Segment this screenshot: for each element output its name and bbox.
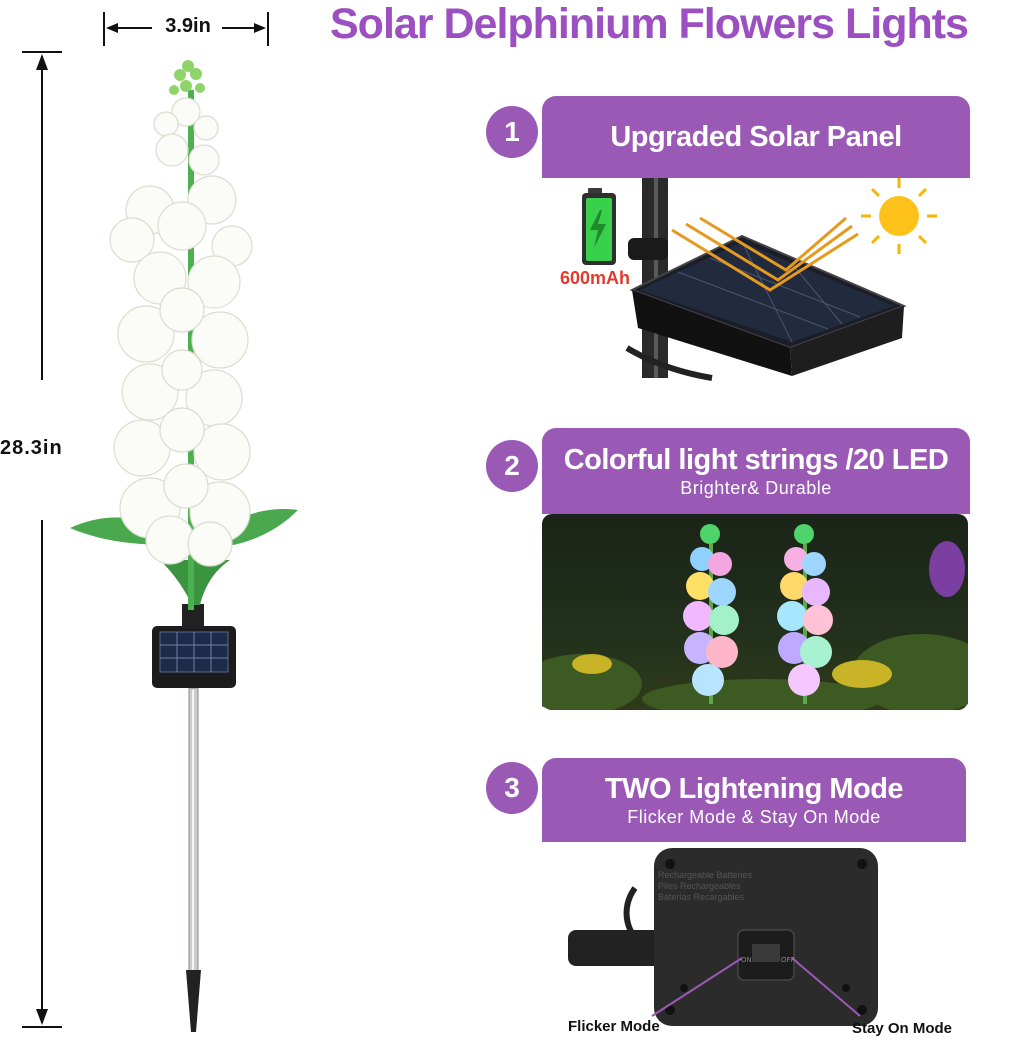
box-embossed-text: Rechargeable Batteries Piles Rechargeabl… — [658, 870, 753, 902]
switch-on-label: ON — [741, 957, 752, 964]
led-flower-left — [683, 524, 739, 704]
feature-1-banner: Upgraded Solar Panel — [542, 96, 970, 178]
sun-icon — [861, 178, 937, 254]
stay-on-mode-label: Stay On Mode — [852, 1020, 953, 1037]
switch-box-illustration — [568, 848, 878, 1026]
switch-off-label: OFF — [781, 957, 795, 964]
solar-panel-illustration — [582, 178, 937, 381]
feature-2-heading: Colorful light strings /20 LED — [563, 444, 949, 476]
led-flower-right — [777, 524, 833, 704]
product-illustration — [22, 12, 298, 1032]
feature-2-number: 2 — [486, 440, 538, 492]
feature-3-subheading: Flicker Mode & Stay On Mode — [627, 807, 881, 827]
battery-icon — [582, 188, 616, 265]
night-garden-photo — [542, 514, 968, 710]
page-title: Solar Delphinium Flowers Lights — [330, 0, 969, 48]
feature-3-number: 3 — [486, 762, 538, 814]
height-label: 28.3in — [0, 437, 63, 459]
battery-capacity-label: 600mAh — [560, 268, 631, 288]
feature-3-banner: TWO Lightening Mode Flicker Mode & Stay … — [542, 758, 966, 842]
feature-1-heading: Upgraded Solar Panel — [610, 121, 902, 153]
feature-1-number: 1 — [486, 106, 538, 158]
width-dimension-line — [103, 12, 269, 46]
feature-3-heading: TWO Lightening Mode — [604, 773, 904, 805]
height-dimension-line — [22, 51, 62, 1028]
feature-2-banner: Colorful light strings /20 LED Brighter&… — [542, 428, 970, 514]
feature-2-subheading: Brighter& Durable — [680, 478, 832, 498]
width-label: 3.9in — [165, 15, 211, 37]
flicker-mode-label: Flicker Mode — [568, 1018, 660, 1035]
